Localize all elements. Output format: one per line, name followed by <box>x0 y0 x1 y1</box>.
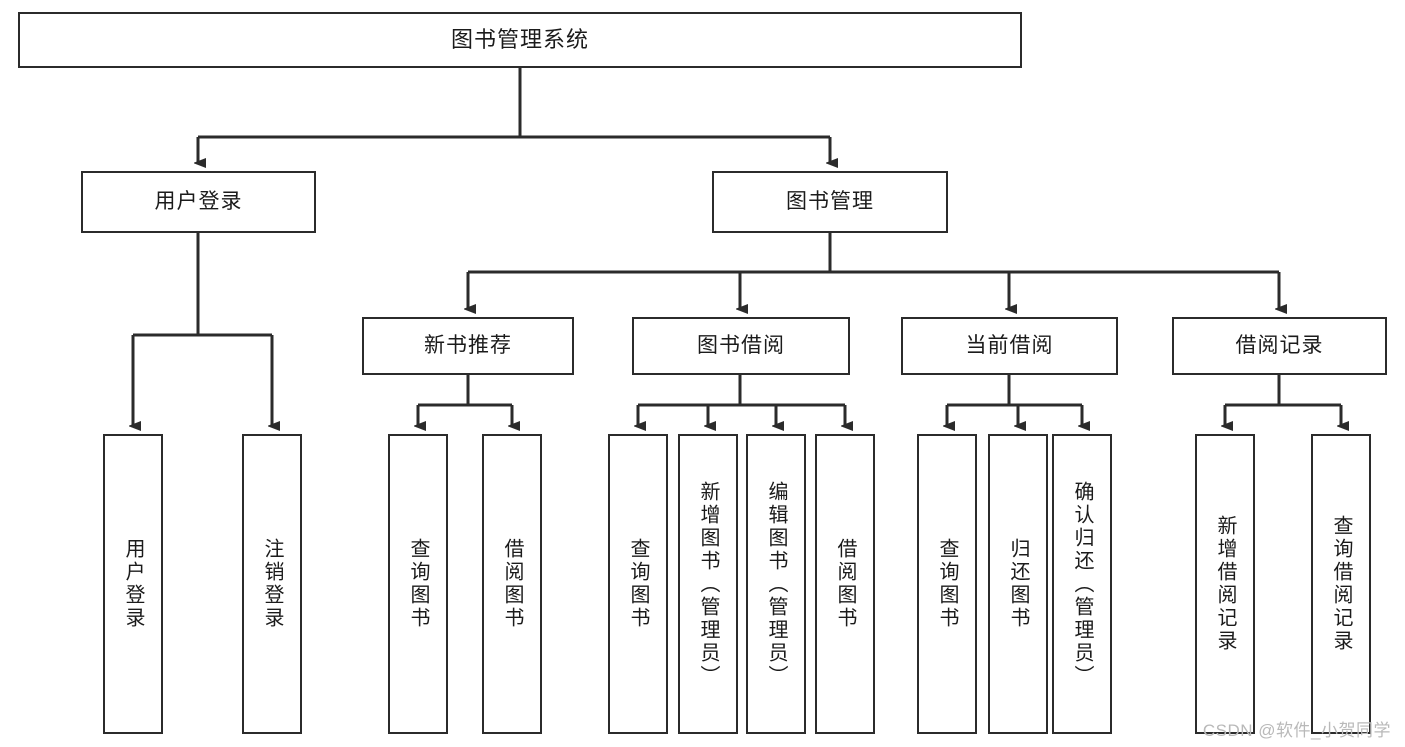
node-root-system[interactable]: 图书管理系统 <box>18 12 1022 68</box>
node-label: 查询图书 <box>627 538 649 630</box>
node-borrow-record[interactable]: 借阅记录 <box>1172 317 1387 375</box>
node-leaf-confirm-return[interactable]: 确认归还（管理员） <box>1052 434 1112 734</box>
node-label: 查询图书 <box>936 538 958 630</box>
node-leaf-query-book-2[interactable]: 查询图书 <box>608 434 668 734</box>
node-label: 新书推荐 <box>424 334 512 358</box>
node-leaf-add-book[interactable]: 新增图书（管理员） <box>678 434 738 734</box>
node-leaf-borrow-book-2[interactable]: 借阅图书 <box>815 434 875 734</box>
node-label: 图书管理系统 <box>450 26 589 52</box>
node-label: 借阅图书 <box>501 538 523 630</box>
node-label: 归还图书 <box>1007 538 1029 630</box>
node-label: 注销登录 <box>261 538 283 630</box>
node-label: 借阅图书 <box>834 538 856 630</box>
node-leaf-query-book-3[interactable]: 查询图书 <box>917 434 977 734</box>
node-label: 查询借阅记录 <box>1330 515 1352 653</box>
node-label: 查询图书 <box>407 538 429 630</box>
node-label: 新增借阅记录 <box>1214 515 1236 653</box>
node-label: 图书借阅 <box>697 334 785 358</box>
node-new-book-recommend[interactable]: 新书推荐 <box>362 317 574 375</box>
node-leaf-logout-login[interactable]: 注销登录 <box>242 434 302 734</box>
node-leaf-user-login[interactable]: 用户登录 <box>103 434 163 734</box>
watermark-text: CSDN @软件_小贺同学 <box>1202 721 1391 740</box>
node-current-borrow[interactable]: 当前借阅 <box>901 317 1118 375</box>
node-leaf-edit-book[interactable]: 编辑图书（管理员） <box>746 434 806 734</box>
node-label: 编辑图书（管理员） <box>765 480 787 688</box>
node-label: 用户登录 <box>154 190 243 214</box>
node-label: 借阅记录 <box>1235 334 1324 358</box>
node-leaf-borrow-book-1[interactable]: 借阅图书 <box>482 434 542 734</box>
node-label: 用户登录 <box>122 538 144 630</box>
node-label: 图书管理 <box>786 190 874 214</box>
node-leaf-query-book-1[interactable]: 查询图书 <box>388 434 448 734</box>
node-label: 当前借阅 <box>965 334 1054 358</box>
node-leaf-return-book[interactable]: 归还图书 <box>988 434 1048 734</box>
node-label: 确认归还（管理员） <box>1071 480 1093 688</box>
node-book-manage[interactable]: 图书管理 <box>712 171 948 233</box>
node-leaf-query-record[interactable]: 查询借阅记录 <box>1311 434 1371 734</box>
node-user-login[interactable]: 用户登录 <box>81 171 316 233</box>
node-leaf-add-record[interactable]: 新增借阅记录 <box>1195 434 1255 734</box>
node-book-borrow[interactable]: 图书借阅 <box>632 317 850 375</box>
node-label: 新增图书（管理员） <box>697 480 719 688</box>
